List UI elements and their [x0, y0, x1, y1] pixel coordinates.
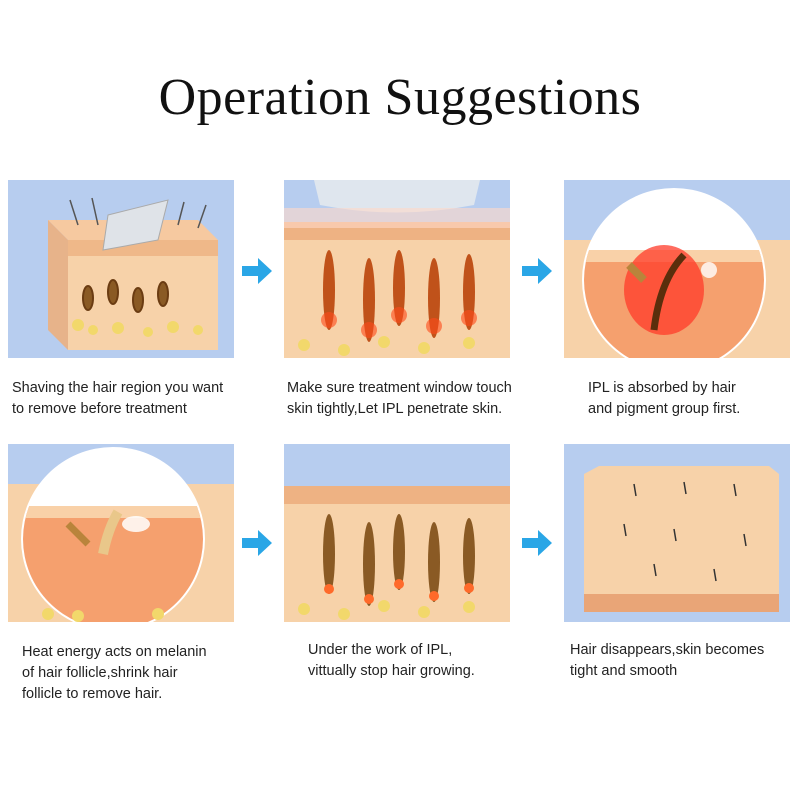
caption-line: follicle to remove hair. [22, 686, 163, 702]
step-4-illustration [8, 444, 234, 622]
step-2-illustration [284, 180, 510, 358]
step-3-caption: IPL is absorbed by hair and pigment grou… [588, 378, 740, 420]
caption-line: and pigment group first. [588, 401, 741, 417]
step-4-caption: Heat energy acts on melanin of hair foll… [22, 642, 207, 705]
step-6-illustration [564, 444, 790, 622]
caption-line: Make sure treatment window touch [287, 380, 512, 396]
caption-line: Heat energy acts on melanin [22, 644, 207, 660]
caption-line: of hair follicle,shrink hair [22, 665, 178, 681]
caption-line: Shaving the hair region you want [12, 380, 224, 396]
step-5-illustration [284, 444, 510, 622]
caption-line: Under the work of IPL, [308, 642, 453, 658]
page-title: Operation Suggestions [158, 69, 642, 126]
step-5-caption: Under the work of IPL, vittually stop ha… [308, 640, 475, 682]
right-arrow-icon [522, 530, 552, 556]
caption-line: tight and smooth [570, 663, 678, 679]
caption-line: vittually stop hair growing. [308, 663, 475, 679]
step-3-illustration [564, 180, 790, 358]
caption-line: IPL is absorbed by hair [588, 380, 736, 396]
step-2-caption: Make sure treatment window touch skin ti… [287, 378, 512, 420]
step-1-caption: Shaving the hair region you want to remo… [12, 378, 223, 420]
right-arrow-icon [242, 530, 272, 556]
right-arrow-icon [522, 258, 552, 284]
step-1-illustration [8, 180, 234, 358]
step-6-caption: Hair disappears,skin becomes tight and s… [570, 640, 764, 682]
right-arrow-icon [242, 258, 272, 284]
caption-line: skin tightly,Let IPL penetrate skin. [287, 401, 503, 417]
caption-line: to remove before treatment [12, 401, 187, 417]
caption-line: Hair disappears,skin becomes [570, 642, 765, 658]
